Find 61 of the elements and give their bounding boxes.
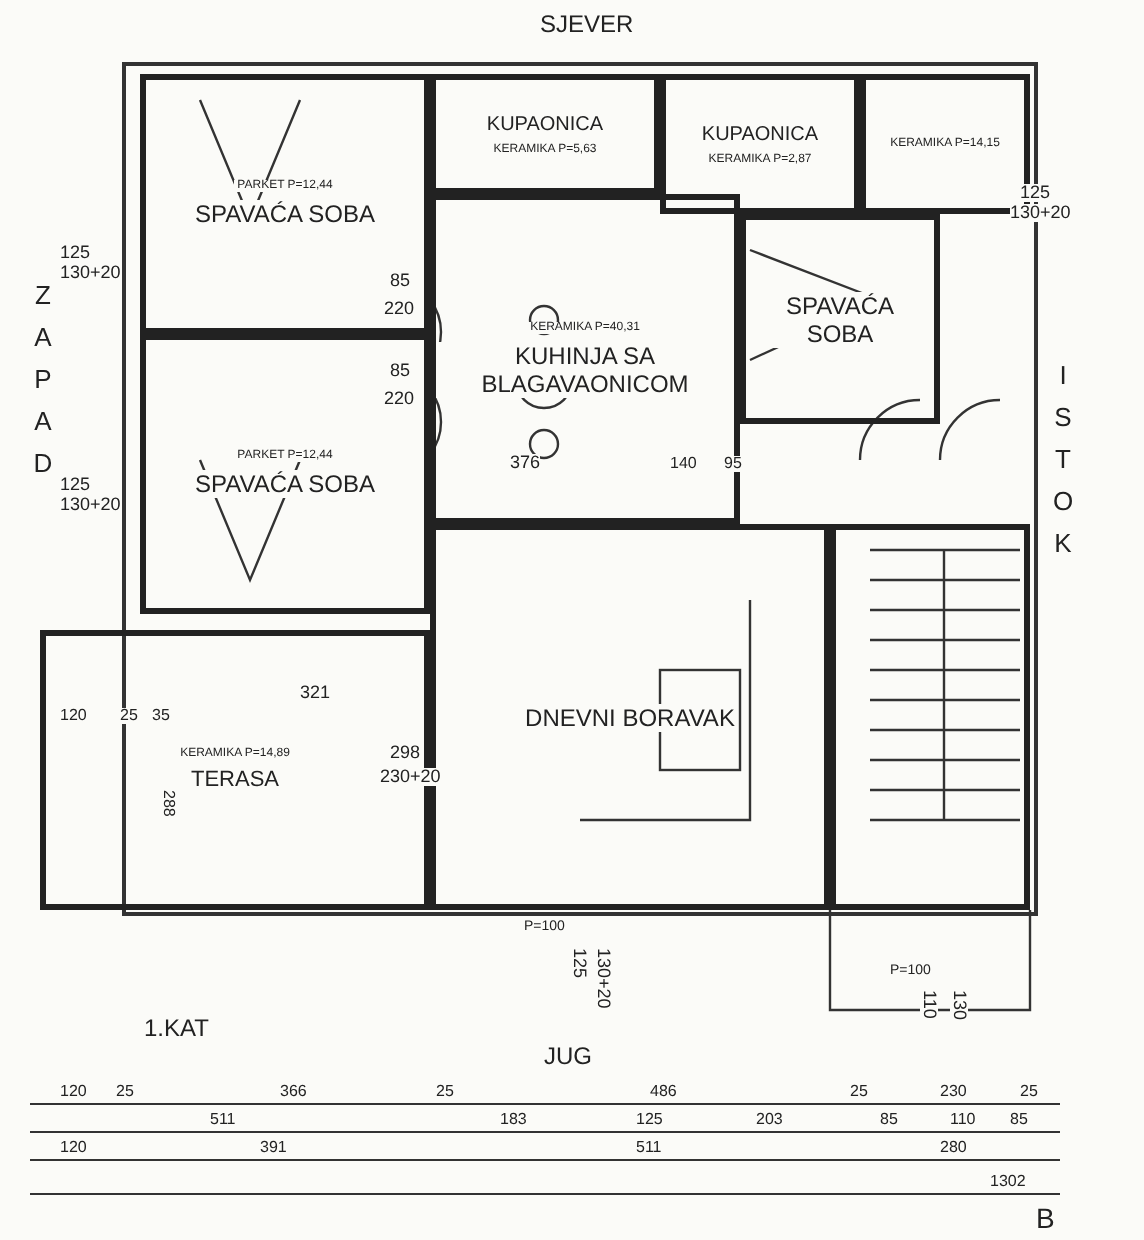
dimension-label: 140	[670, 456, 697, 472]
dimension-label: 220	[384, 390, 415, 408]
dimension-label: 230	[940, 1084, 967, 1100]
room-outline	[430, 74, 660, 194]
room-name: TERASA	[186, 768, 283, 792]
dimension-label: 220	[384, 300, 415, 318]
dimension-label: 125	[570, 948, 588, 979]
dimension-label: 125	[60, 476, 91, 494]
dimension-label: 25	[116, 1084, 134, 1100]
dimension-label: 125	[636, 1112, 663, 1128]
dimension-label: 125	[60, 244, 91, 262]
room-outline	[430, 194, 740, 524]
section-marker: B	[1036, 1204, 1055, 1232]
dimension-label: 110	[950, 1112, 976, 1128]
dimension-label: 110	[920, 990, 938, 1019]
dimension-label: 366	[280, 1084, 307, 1100]
dimension-label: 321	[300, 684, 331, 702]
dimension-label: 35	[152, 708, 170, 724]
dimension-label: 391	[260, 1140, 287, 1156]
dimension-label: 85	[390, 272, 411, 290]
dimension-label: 95	[724, 456, 742, 472]
dimension-label: 25	[850, 1084, 868, 1100]
dimension-label: 376	[510, 454, 541, 472]
dimension-label: 85	[390, 362, 411, 380]
floor-title: 1.KAT	[144, 1016, 209, 1040]
dimension-label: 85	[1010, 1112, 1028, 1128]
dimension-label: 298	[390, 744, 421, 762]
room-name: DNEVNI BORAVAK	[521, 703, 739, 731]
dimension-label: 130+20	[1010, 204, 1071, 222]
dimension-label: 230+20	[380, 768, 441, 786]
room-outline	[140, 334, 430, 614]
dimension-label: 120	[60, 708, 87, 724]
dimension-label: 25	[120, 708, 138, 724]
room-name: SPAVAĆA SOBA	[190, 200, 380, 228]
room-outline	[660, 74, 860, 214]
dimension-label: 130+20	[594, 948, 612, 1009]
dimension-label: 25	[1020, 1084, 1038, 1100]
dimension-label: 125	[1020, 184, 1051, 202]
dimension-label: 130	[950, 990, 968, 1021]
dimension-label: 511	[210, 1112, 236, 1128]
dimension-label: 288	[160, 790, 176, 817]
compass-label: SJEVER	[540, 12, 634, 36]
dimension-label: 280	[940, 1140, 967, 1156]
room-name: KUPAONICA	[697, 123, 823, 145]
dimension-label: 85	[880, 1112, 898, 1128]
dimension-label: 130+20	[60, 264, 121, 282]
room-outline	[140, 74, 430, 334]
room-outline	[740, 214, 940, 424]
dimension-label: 25	[436, 1084, 454, 1100]
dimension-label: 120	[60, 1140, 87, 1156]
dimension-label: 120	[60, 1084, 87, 1100]
dimension-label: 130+20	[60, 496, 121, 514]
room-name: SPAVAĆA SOBA	[190, 470, 380, 498]
dimension-label: 1302	[990, 1174, 1026, 1190]
dimension-label: 203	[756, 1112, 783, 1128]
dimension-label: 486	[650, 1084, 677, 1100]
stair-area	[830, 524, 1030, 910]
dimension-label: 183	[500, 1112, 527, 1128]
room-name: KUPAONICA	[482, 113, 608, 135]
compass-label: JUG	[544, 1044, 592, 1068]
dimension-label: 511	[636, 1140, 662, 1156]
